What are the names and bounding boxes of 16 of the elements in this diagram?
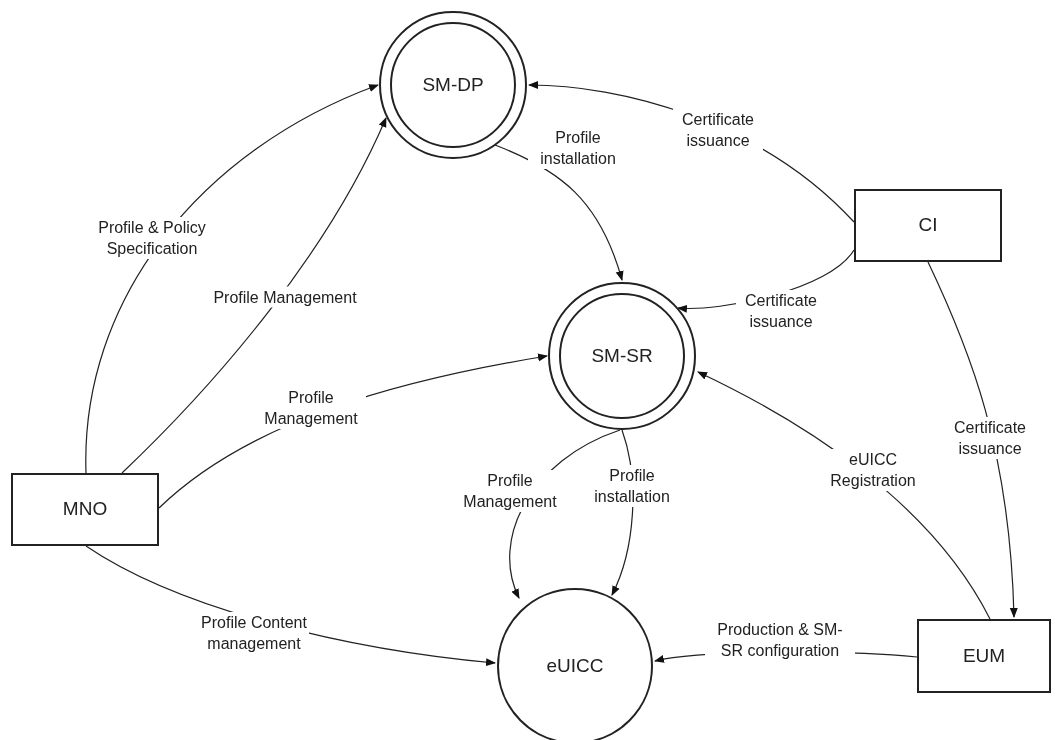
entity-box bbox=[917, 619, 1051, 693]
arrow bbox=[927, 261, 1018, 618]
arrow bbox=[121, 117, 387, 474]
entity-box bbox=[854, 189, 1002, 262]
edge-label: Profile Content management bbox=[199, 612, 309, 654]
node-label: MNO bbox=[62, 497, 108, 522]
edge-label: Certificate issuance bbox=[673, 109, 763, 151]
edge-label: Profile Management bbox=[211, 286, 359, 308]
arrow bbox=[494, 144, 624, 281]
entity-box bbox=[11, 473, 159, 546]
node-label: EUM bbox=[962, 643, 1006, 668]
node-label: CI bbox=[918, 213, 938, 238]
node-label: SM-SR bbox=[591, 343, 653, 368]
node-label: eUICC bbox=[546, 653, 604, 678]
arrow bbox=[85, 84, 379, 474]
node-label: SM-DP bbox=[422, 72, 484, 97]
